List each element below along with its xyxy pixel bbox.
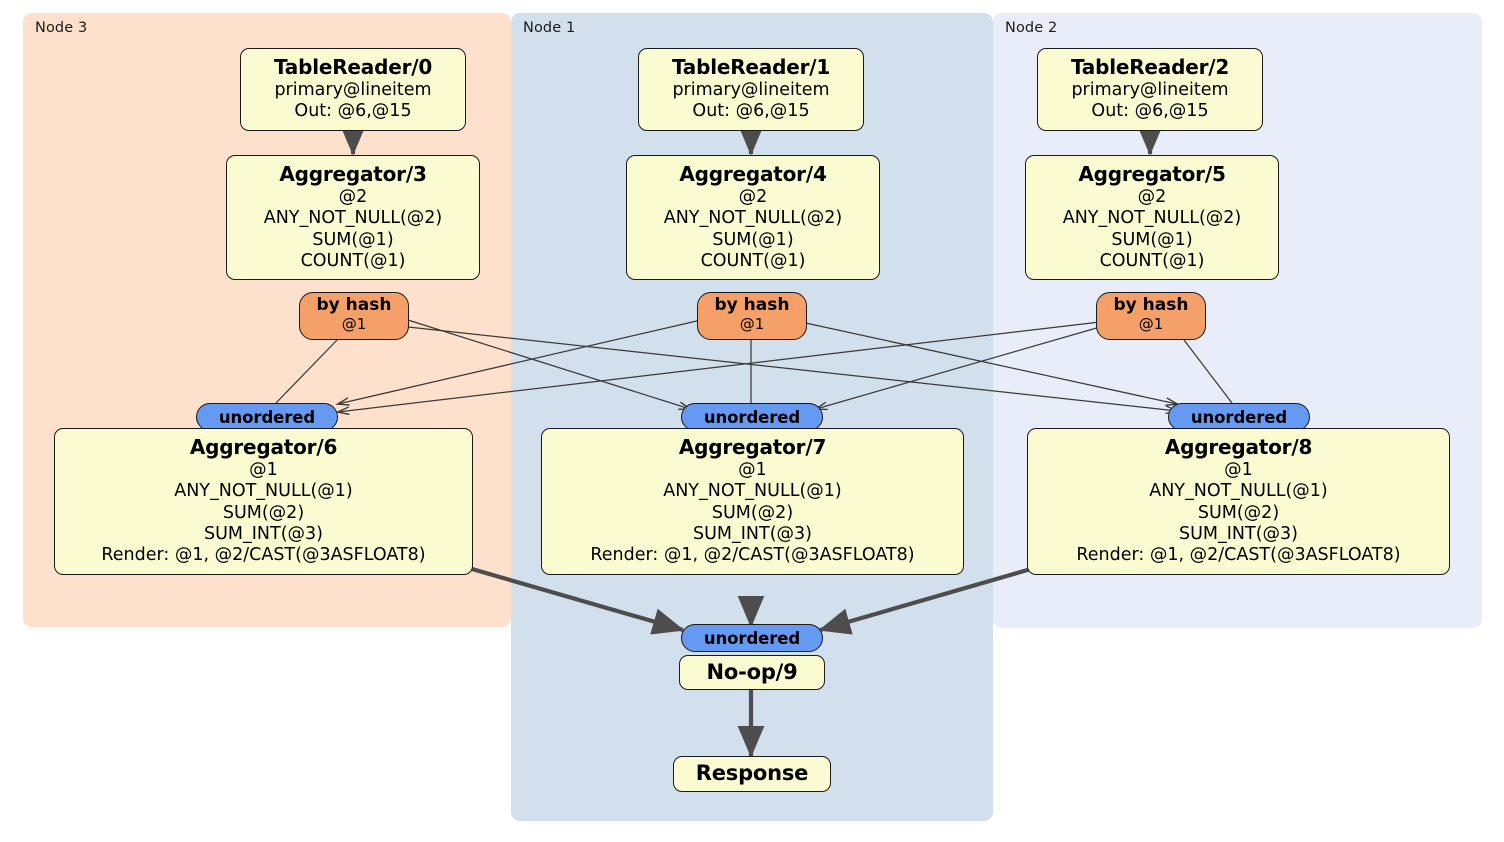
processor-detail-line: @1 [1224,460,1253,480]
input-synchronizer-unordered-0[interactable]: unordered [196,403,338,431]
processor-title: No-op/9 [706,659,798,684]
processor-detail-line: ANY_NOT_NULL(@1) [1149,481,1328,502]
processor-box-noop-9[interactable]: No-op/9 [679,655,825,690]
processor-detail-line: @1 [738,460,767,480]
processor-detail-line: Out: @6,@15 [294,101,412,122]
processor-title: Aggregator/3 [279,162,427,186]
processor-detail-line: COUNT(@1) [700,251,806,272]
processor-box-aggregator-5[interactable]: Aggregator/5 @2 ANY_NOT_NULL(@2) SUM(@1)… [1025,155,1279,281]
output-router-by-hash-2[interactable]: by hash @1 [1096,292,1206,340]
processor-box-aggregator-4[interactable]: Aggregator/4 @2 ANY_NOT_NULL(@2) SUM(@1)… [626,155,880,281]
processor-detail-line: @2 [738,187,768,207]
processor-detail-line: primary@lineitem [1071,80,1229,100]
processor-detail-line: SUM(@2) [222,502,305,523]
processor-detail-line: primary@lineitem [274,80,432,100]
processor-detail-line: ANY_NOT_NULL(@1) [663,481,842,502]
processor-title: TableReader/0 [273,55,433,79]
processor-detail-line: COUNT(@1) [1099,251,1205,272]
router-column-label: @1 [341,314,367,333]
processor-detail-line: primary@lineitem [672,80,830,100]
processor-title: Aggregator/5 [1078,162,1226,186]
router-column-label: @1 [739,314,765,333]
router-kind-label: by hash [316,295,392,315]
processor-detail-line: SUM(@1) [712,229,794,250]
input-synchronizer-unordered-1[interactable]: unordered [681,403,823,431]
processor-detail-line: ANY_NOT_NULL(@2) [263,208,443,229]
processor-detail-line: SUM(@1) [312,229,394,250]
processor-box-aggregator-6[interactable]: Aggregator/6 @1 ANY_NOT_NULL(@1) SUM(@2)… [54,428,473,575]
processor-title: Response [695,761,809,786]
processor-detail-line: SUM_INT(@3) [1179,524,1298,545]
processor-detail-line: ANY_NOT_NULL(@1) [174,481,353,502]
synchronizer-label: unordered [703,407,801,427]
node-panel-label-node2: Node 2 [1005,20,1058,36]
processor-box-response[interactable]: Response [673,756,831,792]
input-synchronizer-unordered-2[interactable]: unordered [1168,403,1310,431]
synchronizer-label: unordered [703,628,801,648]
processor-detail-line: ANY_NOT_NULL(@2) [663,208,843,229]
output-router-by-hash-0[interactable]: by hash @1 [299,292,409,340]
processor-detail-line: COUNT(@1) [300,251,406,272]
processor-title: TableReader/1 [671,55,831,79]
processor-box-aggregator-3[interactable]: Aggregator/3 @2 ANY_NOT_NULL(@2) SUM(@1)… [226,155,480,281]
synchronizer-label: unordered [1190,407,1288,427]
processor-box-tablereader-2[interactable]: TableReader/2 primary@lineitem Out: @6,@… [1037,48,1263,131]
processor-detail-line: Out: @6,@15 [692,101,810,122]
processor-box-tablereader-1[interactable]: TableReader/1 primary@lineitem Out: @6,@… [638,48,864,131]
node-panel-label-node1: Node 1 [523,20,576,36]
processor-detail-line: SUM_INT(@3) [693,524,812,545]
processor-title: Aggregator/7 [678,435,827,459]
synchronizer-label: unordered [218,407,316,427]
processor-detail-line: SUM(@2) [711,502,794,523]
processor-render-line: Render: @1, @2/CAST(@3ASFLOAT8) [1076,545,1401,566]
processor-render-line: Render: @1, @2/CAST(@3ASFLOAT8) [101,545,426,566]
processor-detail-line: SUM(@1) [1111,229,1193,250]
processor-title: Aggregator/6 [189,435,338,459]
router-kind-label: by hash [714,295,790,315]
processor-detail-line: Out: @6,@15 [1091,101,1209,122]
input-synchronizer-unordered-final[interactable]: unordered [681,624,823,652]
processor-title: TableReader/2 [1070,55,1230,79]
processor-detail-line: @2 [1137,187,1167,207]
processor-box-tablereader-0[interactable]: TableReader/0 primary@lineitem Out: @6,@… [240,48,466,131]
processor-box-aggregator-8[interactable]: Aggregator/8 @1 ANY_NOT_NULL(@1) SUM(@2)… [1027,428,1450,575]
router-column-label: @1 [1138,314,1164,333]
processor-detail-line: SUM_INT(@3) [204,524,323,545]
processor-detail-line: @1 [249,460,278,480]
processor-title: Aggregator/8 [1164,435,1313,459]
router-kind-label: by hash [1113,295,1189,315]
output-router-by-hash-1[interactable]: by hash @1 [697,292,807,340]
processor-detail-line: @2 [338,187,368,207]
processor-title: Aggregator/4 [679,162,827,186]
processor-box-aggregator-7[interactable]: Aggregator/7 @1 ANY_NOT_NULL(@1) SUM(@2)… [541,428,964,575]
processor-render-line: Render: @1, @2/CAST(@3ASFLOAT8) [590,545,915,566]
processor-detail-line: ANY_NOT_NULL(@2) [1062,208,1242,229]
node-panel-label-node3: Node 3 [35,20,88,36]
processor-detail-line: SUM(@2) [1197,502,1280,523]
